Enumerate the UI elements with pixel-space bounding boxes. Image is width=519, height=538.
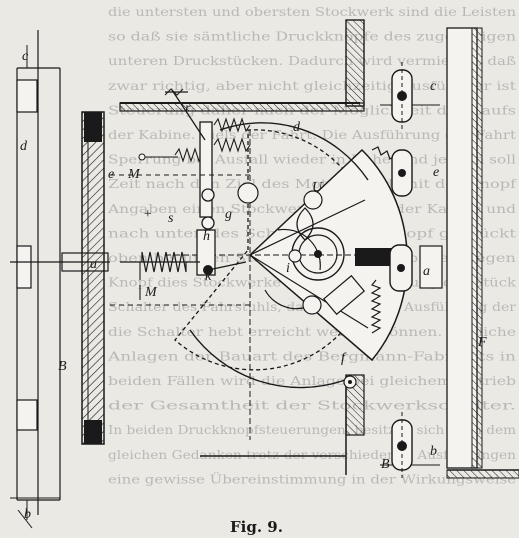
label-g: g [225, 207, 232, 222]
label-c-right: c [430, 79, 437, 94]
label-e-mid: e [108, 167, 114, 182]
label-s: s [168, 211, 174, 226]
label-d-disk: d [293, 120, 301, 135]
label-a-right: a [423, 264, 430, 279]
label-plus: + [143, 207, 152, 222]
label-i: i [286, 261, 290, 276]
label-F: F [477, 335, 487, 350]
label-M-bottom: M [144, 285, 158, 300]
side-view [10, 30, 110, 529]
roller-b [391, 412, 413, 478]
label-U: U [312, 180, 323, 195]
bleed-line: gleichen Gedanken trotz der verschiedene… [108, 447, 516, 462]
label-b-right: b [430, 444, 437, 459]
label-e-right: e [433, 165, 439, 180]
label-d-left: d [20, 139, 28, 154]
label-c-left: c [22, 49, 29, 64]
label-r: r [185, 101, 191, 116]
bleed-line: die Schalter hebt erreicht werden können… [108, 323, 516, 339]
bleed-line: eine gewisse Übereinstimmung in der Wirk… [108, 470, 516, 486]
top-frame [119, 19, 365, 112]
label-M-top: M [127, 167, 141, 182]
roller-c [391, 62, 413, 130]
cam-disk [165, 122, 409, 440]
labels: c d a B b r e M + s g h k M d U i f c e … [20, 49, 487, 522]
guide-rail [380, 27, 519, 479]
bleed-line: beiden Fällen wird die Anlage bei gleich… [108, 373, 516, 388]
label-b-left: b [24, 507, 31, 522]
label-k: k [205, 269, 212, 284]
bleed-line: der Gesamtheit der Stockwerkschalter. [108, 398, 516, 413]
bleed-line: In beiden Druckknopfsteuerungen, besitze… [108, 422, 516, 437]
label-f: f [341, 351, 347, 366]
bleed-line: unteren Druckstücken. Dadurch wird vermi… [108, 53, 516, 68]
label-B-left: B [58, 359, 67, 374]
bleed-line: zwar richtig, aber nicht gleichzeitig au… [108, 78, 516, 93]
label-B-bottom: B [381, 457, 390, 472]
label-h: h [203, 229, 210, 244]
roller-a [389, 244, 443, 292]
roller-e [391, 149, 413, 197]
bottom-frame [200, 374, 365, 475]
springs [141, 117, 406, 334]
lever-linkage [110, 88, 250, 306]
label-a-left: a [90, 257, 97, 272]
bleed-line: so daß sie sämtliche Druckknöpfe des zug… [108, 29, 516, 44]
figure-caption: Fig. 9. [230, 518, 283, 536]
bleed-line: die untersten und obersten Stockwerk sin… [108, 4, 516, 19]
